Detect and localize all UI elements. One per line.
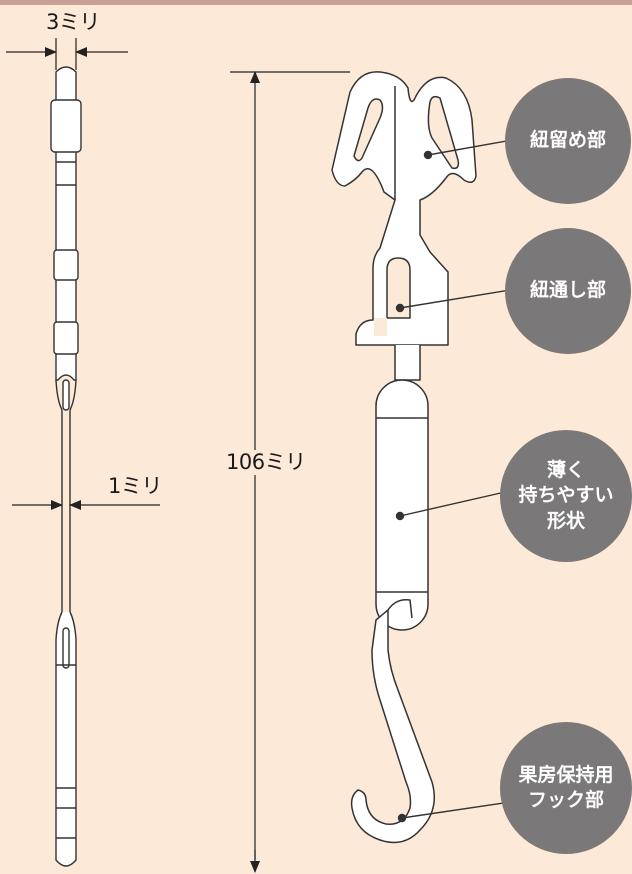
callout-grip-part: 薄く 持ちやすい 形状 — [500, 430, 632, 562]
callout-thread-part: 紐通し部 — [505, 228, 631, 354]
callout-thread-label: 紐通し部 — [529, 279, 606, 302]
side-view-tie-block — [50, 99, 82, 153]
callout-leaders — [395, 139, 513, 823]
callout-tie-part: 紐留め部 — [505, 78, 631, 204]
front-view — [331, 71, 477, 844]
side-view-thin-grip — [61, 410, 71, 612]
dimension-3mm — [6, 38, 128, 70]
top-color-band — [0, 0, 632, 5]
grip-part-outline — [375, 379, 429, 631]
callout-hook-part: 果房保持用 フック部 — [500, 722, 632, 854]
dimension-106mm-label: 106ミリ — [226, 450, 306, 475]
dimension-1mm-label: 1ミリ — [108, 474, 162, 498]
hook-part-outline — [350, 609, 435, 844]
callout-grip-label: 薄く 持ちやすい 形状 — [518, 459, 614, 532]
dimension-3mm-label: 3ミリ — [46, 10, 100, 34]
callout-tie-label: 紐留め部 — [529, 129, 606, 152]
side-view — [50, 66, 82, 867]
side-view-hook-part — [55, 611, 77, 867]
callout-hook-label: 果房保持用 フック部 — [518, 763, 614, 811]
